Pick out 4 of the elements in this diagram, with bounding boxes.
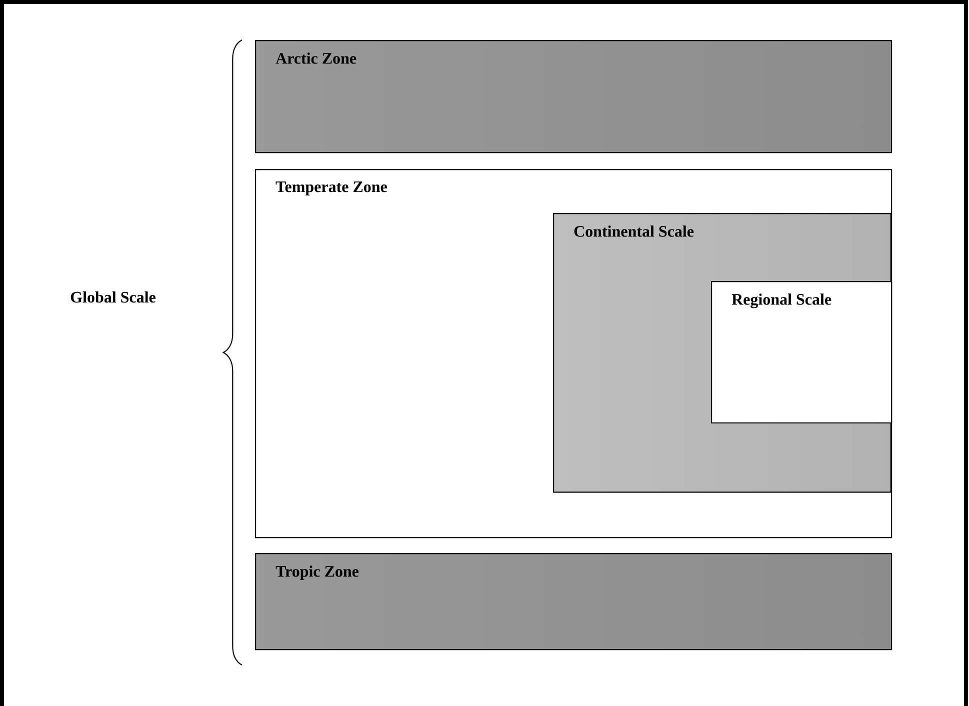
scale-box: Regional Scale <box>711 281 892 424</box>
zone-band: Tropic Zone <box>255 553 892 650</box>
zone-band: Arctic Zone <box>255 40 892 154</box>
scale-label: Global Scale <box>70 291 156 303</box>
